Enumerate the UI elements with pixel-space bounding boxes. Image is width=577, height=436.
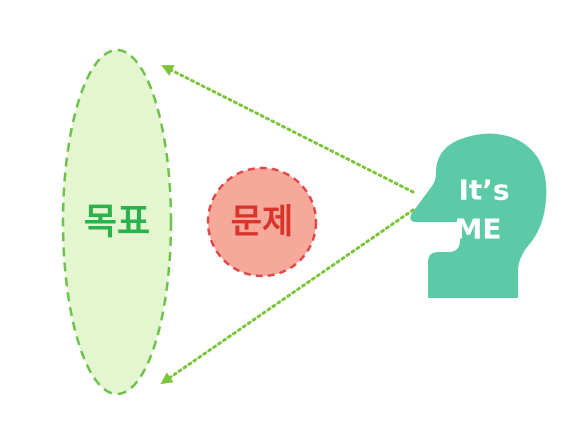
arrow-to-goal-top [161,64,415,194]
goal-ellipse [61,48,173,396]
arrow-to-goal-bottom [160,208,415,385]
self-node: It’s ME [410,133,547,298]
problem-node: 문제 [206,166,318,278]
goal-node: 목표 [61,48,173,396]
head-silhouette-icon [410,133,547,298]
goal-label: 목표 [84,202,150,243]
self-label-line2: ME [455,213,502,246]
self-label-line1: It’s [458,174,509,207]
arrows [160,64,415,385]
problem-label: 문제 [231,202,294,242]
problem-circle [206,166,318,278]
